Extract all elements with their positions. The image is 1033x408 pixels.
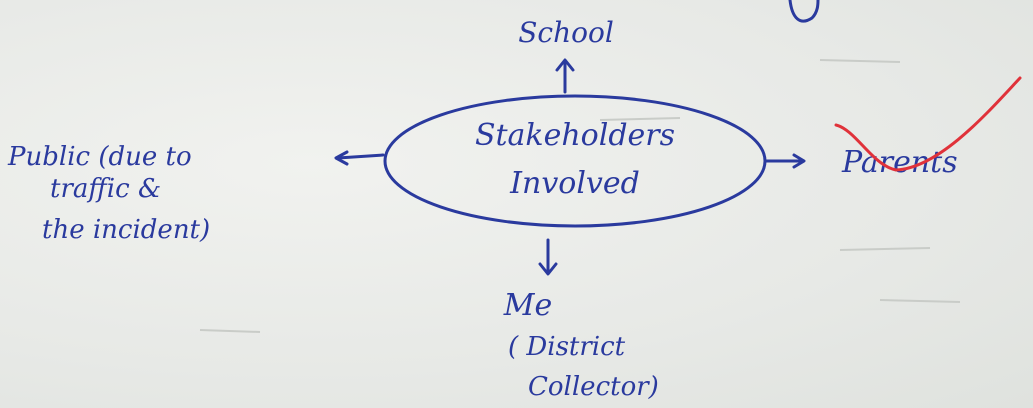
tick-mark	[834, 76, 1022, 172]
center-label-line1: Stakeholders	[475, 118, 675, 153]
bottom-label-line1: Me	[503, 288, 552, 323]
bottom-label-line2: ( District	[508, 332, 626, 362]
center-label-line2: Involved	[509, 166, 640, 201]
left-label-line1: Public (due to	[7, 142, 192, 172]
arrow-right	[764, 153, 806, 169]
partial-letter-stroke	[788, 0, 820, 23]
arrow-up	[555, 58, 575, 94]
bottom-label-line3: Collector)	[528, 372, 659, 402]
arrow-left	[334, 150, 385, 166]
right-label: Parents	[841, 145, 958, 180]
bleed-through-marks	[199, 59, 961, 333]
arrow-down	[538, 238, 558, 276]
center-ellipse	[383, 94, 767, 228]
left-label-line3: the incident)	[42, 215, 210, 245]
left-label-line2: traffic &	[50, 174, 161, 204]
top-label: School	[518, 16, 614, 49]
